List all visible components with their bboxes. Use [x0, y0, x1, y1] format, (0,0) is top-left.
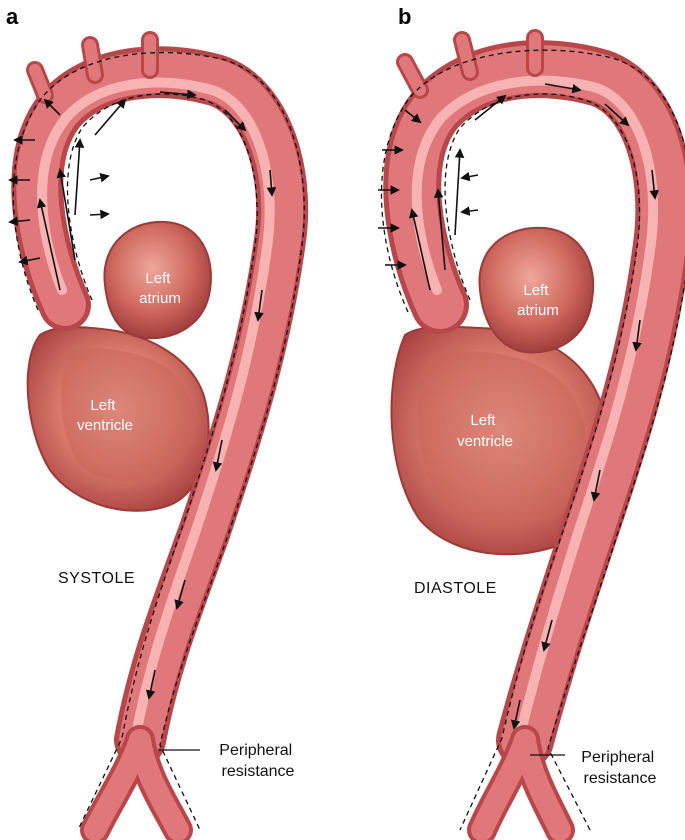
- panel-b-flow-arrows: [378, 83, 659, 730]
- panel-a-left-atrium: [103, 220, 212, 340]
- panel-a-phase-label: SYSTOLE: [58, 570, 135, 587]
- panel-b-atrium-label-1: Left: [523, 282, 549, 299]
- panel-a-ventricle-label-1: Left: [90, 397, 116, 414]
- panel-a-atrium-label-1: Left: [145, 270, 171, 287]
- panel-b-ventricle-label-1: Left: [470, 412, 496, 429]
- panel-b: b: [378, 4, 685, 840]
- panel-a-flow-arrows: [8, 89, 277, 700]
- panel-b-ventricle-label-2: ventricle: [457, 433, 513, 450]
- panel-b-left-atrium: [478, 226, 595, 354]
- panel-a-callout-label-1: Peripheral: [219, 742, 292, 759]
- svg-text:Left atrium: Left atrium: [517, 282, 559, 319]
- svg-text:Left ventricle: Left ventricle: [457, 412, 513, 450]
- panel-b-callout-label-1: Peripheral: [581, 749, 654, 766]
- svg-text:Left ventricle: Left ventricle: [77, 397, 133, 434]
- panel-a: a: [6, 4, 309, 840]
- panel-a-letter: a: [6, 4, 19, 29]
- panel-a-aorta: [11, 31, 309, 840]
- panel-b-callout-label-2: resistance: [584, 770, 657, 787]
- panel-a-atrium-label-2: atrium: [139, 290, 181, 307]
- panel-b-phase-label: DIASTOLE: [414, 580, 497, 597]
- panel-a-callout-label-2: resistance: [222, 763, 295, 780]
- panel-b-atrium-label-2: atrium: [517, 302, 559, 319]
- panel-a-ventricle-label-2: ventricle: [77, 417, 133, 434]
- svg-text:Left atrium: Left atrium: [139, 270, 181, 307]
- panel-b-aorta: [380, 29, 685, 840]
- panel-b-letter: b: [398, 4, 411, 29]
- svg-text:Peripheral resistance: Peripheral resistance: [581, 749, 658, 787]
- svg-text:Peripheral resistance: Peripheral resistance: [219, 742, 296, 780]
